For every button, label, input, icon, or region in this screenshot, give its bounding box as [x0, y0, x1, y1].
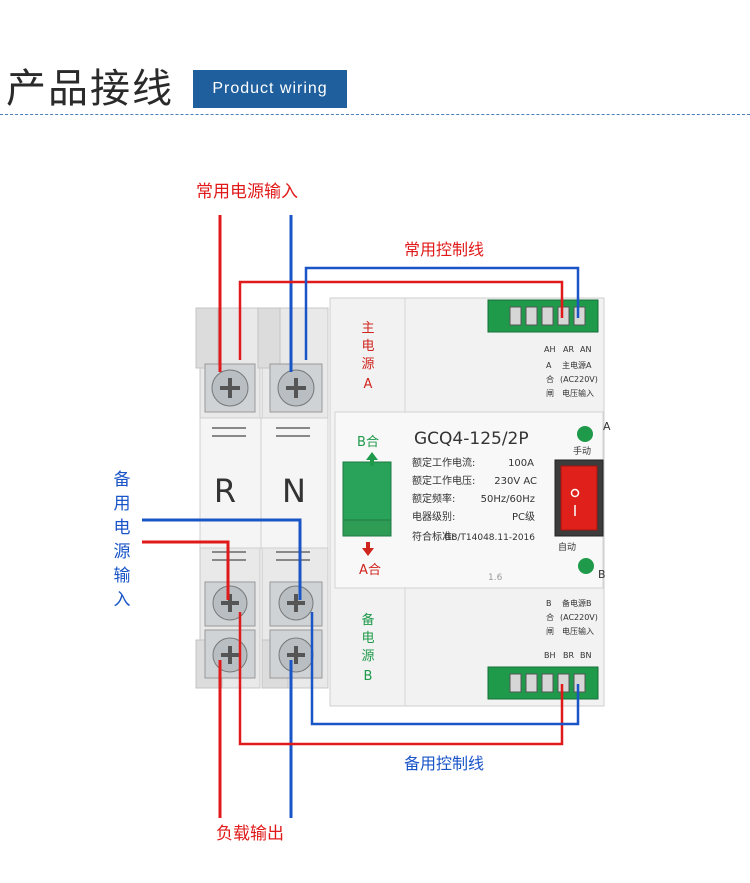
spec-label: 额定工作电流:: [412, 456, 475, 469]
auto-label: 自动: [558, 541, 576, 553]
backup-control-line-label: 备用控制线: [404, 754, 485, 773]
wires: [142, 215, 580, 818]
svg-text:电: 电: [361, 631, 374, 646]
b-close-label: B合: [357, 435, 379, 450]
spec-value: 230V AC: [494, 476, 537, 487]
a-close-label: A合: [359, 563, 381, 578]
svg-text:AH: AH: [544, 345, 556, 354]
top-terminal-labels: AH AR AN: [544, 345, 591, 354]
svg-text:A: A: [364, 377, 373, 392]
svg-text:B: B: [364, 669, 373, 684]
backup-control-red-wire: [238, 612, 564, 746]
serial-stamp: 1.6: [488, 573, 503, 583]
backup-power-input-label: 备 用 电 源 输 入: [113, 470, 131, 610]
spec-label: 符合标准:: [412, 530, 455, 543]
svg-text:闸: 闸: [546, 389, 554, 398]
terminal-n-letter: N: [282, 472, 306, 510]
svg-text:BR: BR: [563, 651, 574, 660]
indicator-b-led: [578, 558, 594, 574]
main-control-line-label: 常用控制线: [404, 240, 485, 259]
main-control-blue-wire: [304, 266, 580, 360]
svg-text:合: 合: [546, 612, 554, 622]
terminal-r-letter: R: [214, 472, 236, 510]
svg-text:备电源B: 备电源B: [562, 598, 592, 608]
load-output-label: 负载输出: [216, 824, 284, 844]
arrow-up-icon: [366, 452, 378, 466]
manual-label: 手动: [573, 445, 591, 457]
spec-value: 100A: [508, 458, 534, 469]
svg-text:(AC220V): (AC220V): [560, 613, 598, 622]
svg-text:(AC220V): (AC220V): [560, 375, 598, 384]
svg-text:主电源A: 主电源A: [562, 360, 592, 370]
spec-value: GB/T14048.11-2016: [444, 533, 535, 543]
transfer-lever[interactable]: [342, 461, 392, 537]
bottom-terminal-labels: BH BR BN: [544, 651, 591, 660]
top-terminal-screws: [509, 306, 586, 326]
svg-text:AR: AR: [563, 345, 574, 354]
main-power-input-label: 常用电源输入: [196, 182, 298, 202]
indicator-a-label: A: [603, 420, 611, 433]
svg-text:源: 源: [361, 357, 374, 372]
svg-text:BH: BH: [544, 651, 556, 660]
top-info: A 合 闸 主电源A (AC220V) 电压输入: [546, 360, 598, 398]
svg-text:电: 电: [361, 339, 374, 354]
mode-switch-rocker[interactable]: [560, 465, 598, 531]
svg-text:B: B: [546, 599, 552, 608]
svg-text:A: A: [546, 361, 552, 370]
bottom-info: B 合 闸 备电源B (AC220V) 电压输入: [546, 598, 598, 636]
spec-value: 50Hz/60Hz: [481, 494, 535, 505]
svg-text:合: 合: [546, 374, 554, 384]
svg-text:AN: AN: [580, 345, 591, 354]
switch-mark-icon: [570, 488, 580, 498]
model-name: GCQ4-125/2P: [414, 429, 529, 449]
backup-control-blue-wire: [310, 612, 580, 726]
svg-text:BN: BN: [580, 651, 591, 660]
main-control-red-wire: [238, 280, 564, 360]
indicator-a-led: [577, 426, 593, 442]
backup-source-label: 备 电 源 B: [361, 612, 374, 684]
indicator-b-label: B: [598, 568, 606, 581]
main-source-label: 主 电 源 A: [361, 321, 374, 392]
spec-label: 额定工作电压:: [412, 474, 475, 487]
svg-text:电压输入: 电压输入: [562, 626, 594, 636]
spec-label: 电器级别:: [412, 510, 455, 523]
bottom-terminal-screws: [509, 673, 586, 693]
screw-terminals: [204, 363, 323, 679]
svg-text:备: 备: [361, 612, 374, 628]
backup-input-red-wire: [142, 540, 230, 600]
svg-text:主: 主: [361, 321, 374, 336]
arrow-down-icon: [362, 542, 374, 556]
spec-label: 额定频率:: [412, 492, 455, 505]
title-badge: Product wiring: [193, 70, 347, 108]
device-body: [195, 297, 605, 707]
svg-text:电压输入: 电压输入: [562, 388, 594, 398]
spec-list: 额定工作电流: 100A 额定工作电压: 230V AC 额定频率: 50Hz/…: [412, 456, 537, 543]
title-divider: [0, 114, 750, 115]
spec-value: PC级: [512, 511, 535, 523]
page-title: 产品接线: [6, 66, 174, 112]
svg-text:源: 源: [361, 649, 374, 664]
backup-input-blue-wire: [142, 518, 302, 600]
svg-text:闸: 闸: [546, 627, 554, 636]
